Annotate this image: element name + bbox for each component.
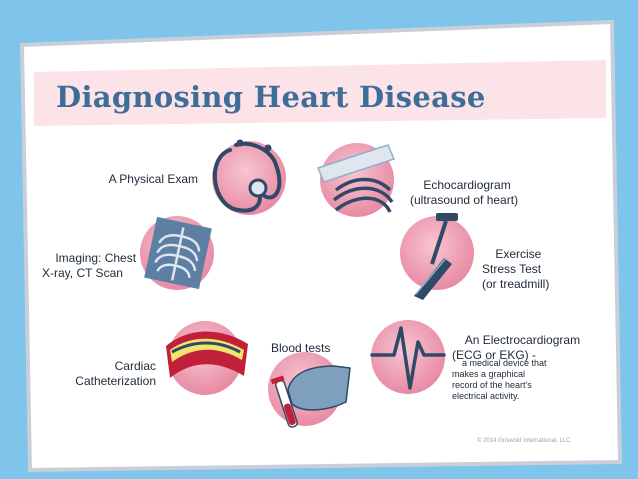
imaging-text: Imaging: Chest X-ray, CT Scan [42,251,137,280]
echocardiogram-text: Echocardiogram (ultrasound of heart) [410,178,519,207]
xray-icon [140,216,214,290]
imaging-label: Imaging: Chest X-ray, CT Scan [42,236,136,296]
stethoscope-icon [212,139,286,215]
electrocardiogram-text: An Electrocardiogram (ECG or EKG) - [452,333,581,362]
treadmill-icon [400,213,474,300]
copyright-note: © 2014 Griswold International, LLC [477,438,571,444]
title-band [34,60,606,126]
blood-tests-text: Blood tests [271,341,331,355]
physical-exam-label: A Physical Exam [109,172,198,187]
electrocardiogram-label: An Electrocardiogram (ECG or EKG) - [452,318,580,378]
electrocardiogram-detail: a medical device that makes a graphical … [452,347,547,413]
stress-test-text: Exercise Stress Test (or treadmill) [482,247,550,291]
stress-test-label: Exercise Stress Test (or treadmill) [482,232,549,307]
blood-tests-label: Blood tests [271,341,330,356]
electrocardiogram-detail-text: a medical device that makes a graphical … [452,358,547,401]
blood-test-icon [268,352,351,428]
echocardiogram-label: Echocardiogram (ultrasound of heart) [410,163,518,223]
page-title: Diagnosing Heart Disease [56,80,486,114]
catheterization-label: Cardiac Catheterization [75,344,156,404]
ultrasound-icon [316,143,396,217]
ecg-wave-icon [370,320,446,394]
catheterization-text: Cardiac Catheterization [75,359,156,388]
physical-exam-text: A Physical Exam [108,172,198,186]
artery-icon [166,321,248,395]
